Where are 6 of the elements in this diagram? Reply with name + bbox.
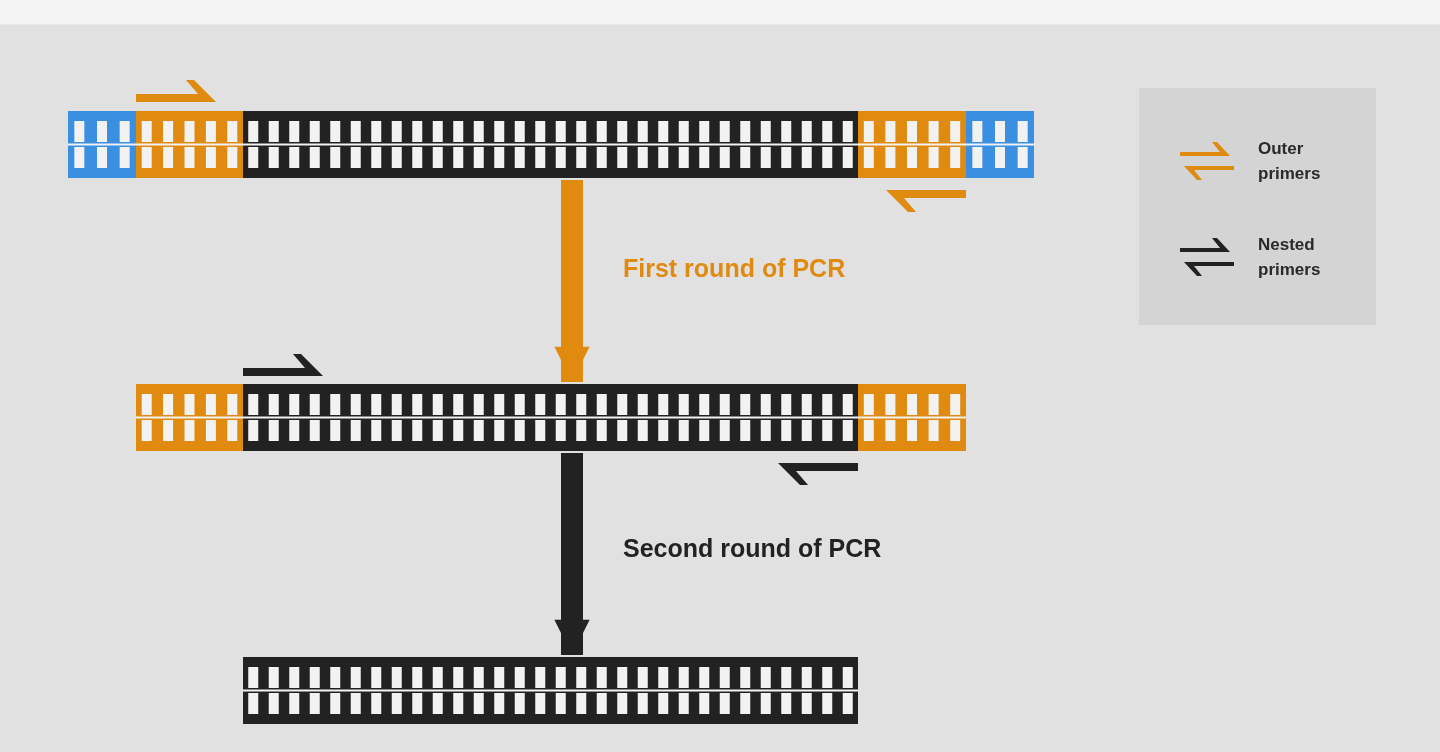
down-arrow	[554, 180, 590, 382]
legend-label: Nested primers	[1258, 234, 1322, 281]
down-arrow	[554, 453, 590, 655]
legend-label: Outer primers	[1258, 138, 1322, 185]
edge-label: First round of PCR	[623, 254, 846, 283]
edge-label: Second round of PCR	[623, 534, 882, 563]
